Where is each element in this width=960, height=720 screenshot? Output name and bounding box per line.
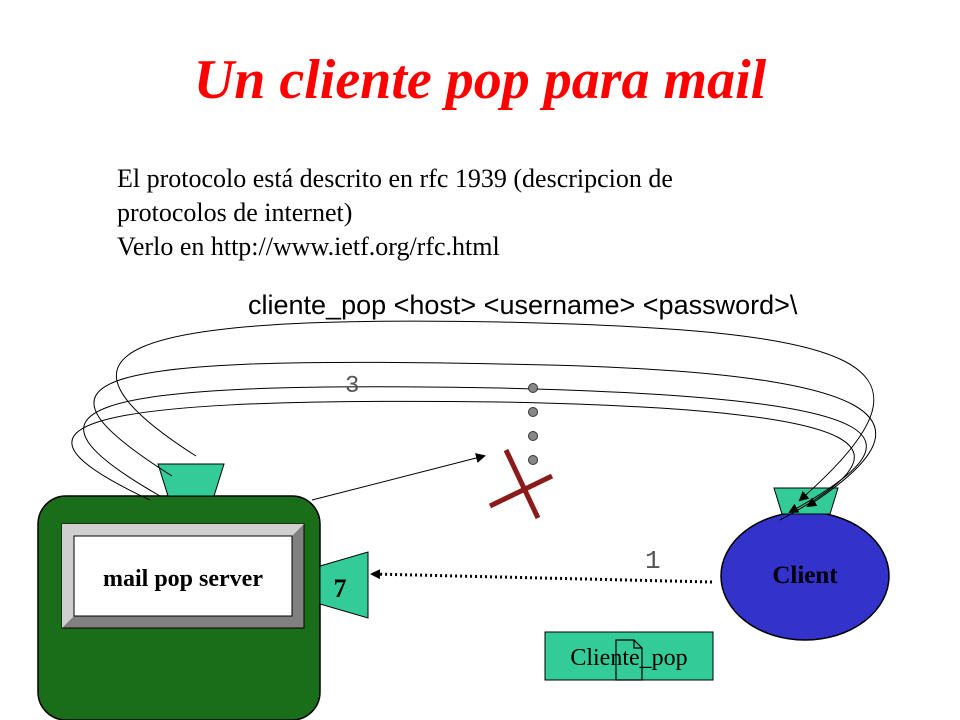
client-to-server-dotted-arrow <box>370 569 713 584</box>
curve-second <box>93 361 877 508</box>
step-one-label: 1 <box>645 546 661 576</box>
dot-2 <box>528 407 538 417</box>
slide-title: Un cliente pop para mail <box>193 49 767 111</box>
program-label: Cliente_pop <box>570 645 687 671</box>
server-label-panel <box>73 535 293 617</box>
cross-mark-a <box>503 448 541 520</box>
body-text: El protocolo está descrito en rfc 1939 (… <box>117 162 877 264</box>
dot-3 <box>528 431 538 441</box>
body-line-2: protocolos de internet) <box>117 198 353 227</box>
server-port-socket <box>319 551 369 619</box>
body-line-3: Verlo en http://www.ietf.org/rfc.html <box>117 232 500 261</box>
cross-mark-b <box>488 473 554 509</box>
server-port-label: 7 <box>334 574 347 603</box>
server-top-socket <box>157 463 225 497</box>
server-to-cross-arrow <box>311 453 486 501</box>
server-label-panel-highlight <box>62 524 304 628</box>
command-syntax: cliente_pop <host> <username> <password>… <box>248 290 798 320</box>
client-label: Client <box>772 562 838 589</box>
curve-top <box>115 320 875 502</box>
server-label: mail pop server <box>103 566 263 592</box>
dot-1 <box>528 383 538 393</box>
body-line-1: El protocolo está descrito en rfc 1939 (… <box>117 164 673 193</box>
curve-third <box>83 386 867 513</box>
curve-fourth <box>71 400 855 521</box>
document-icon <box>615 639 643 681</box>
dot-4 <box>528 455 538 465</box>
step-three-label: 3 <box>345 373 359 400</box>
